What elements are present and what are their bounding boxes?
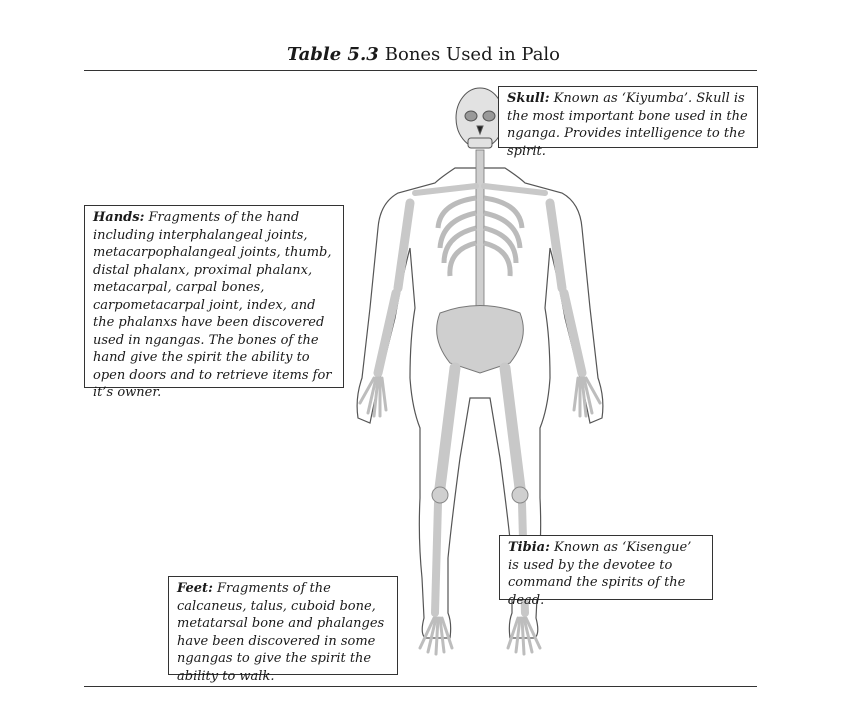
tibia-term: Tibia: <box>508 540 550 555</box>
spine <box>475 149 485 311</box>
tibia-callout: Tibia: Known as ‘Kisengue’ is used by th… <box>499 535 713 608</box>
hands-term: Hands: <box>93 210 145 225</box>
hand-bones <box>358 376 602 418</box>
feet-callout: Feet: Fragments of the calcaneus, talus,… <box>168 576 398 684</box>
pelvis <box>436 305 524 374</box>
table-title-text: Bones Used in Palo <box>384 44 561 65</box>
skull-text: Known as ‘Kiyumba’. Skull is the most im… <box>507 91 748 159</box>
hands-text: Fragments of the hand including interpha… <box>93 210 332 400</box>
top-rule <box>84 70 757 71</box>
table-label: Table 5.3 <box>286 44 379 65</box>
feet-term: Feet: <box>177 581 213 596</box>
tibia-text: Known as ‘Kisengue’ is used by the devot… <box>508 540 692 608</box>
ribcage <box>435 195 525 277</box>
skull-term: Skull: <box>507 91 550 106</box>
hands-callout: Hands: Fragments of the hand including i… <box>84 205 344 400</box>
feet-text: Fragments of the calcaneus, talus, cuboi… <box>177 581 385 684</box>
bottom-rule <box>84 686 757 687</box>
arm-bones <box>373 198 587 378</box>
leg-bones <box>434 362 526 494</box>
foot-bones <box>418 616 542 656</box>
skull-callout: Skull: Known as ‘Kiyumba’. Skull is the … <box>498 86 758 159</box>
body-outline <box>356 167 604 639</box>
skull-bone <box>455 87 505 149</box>
